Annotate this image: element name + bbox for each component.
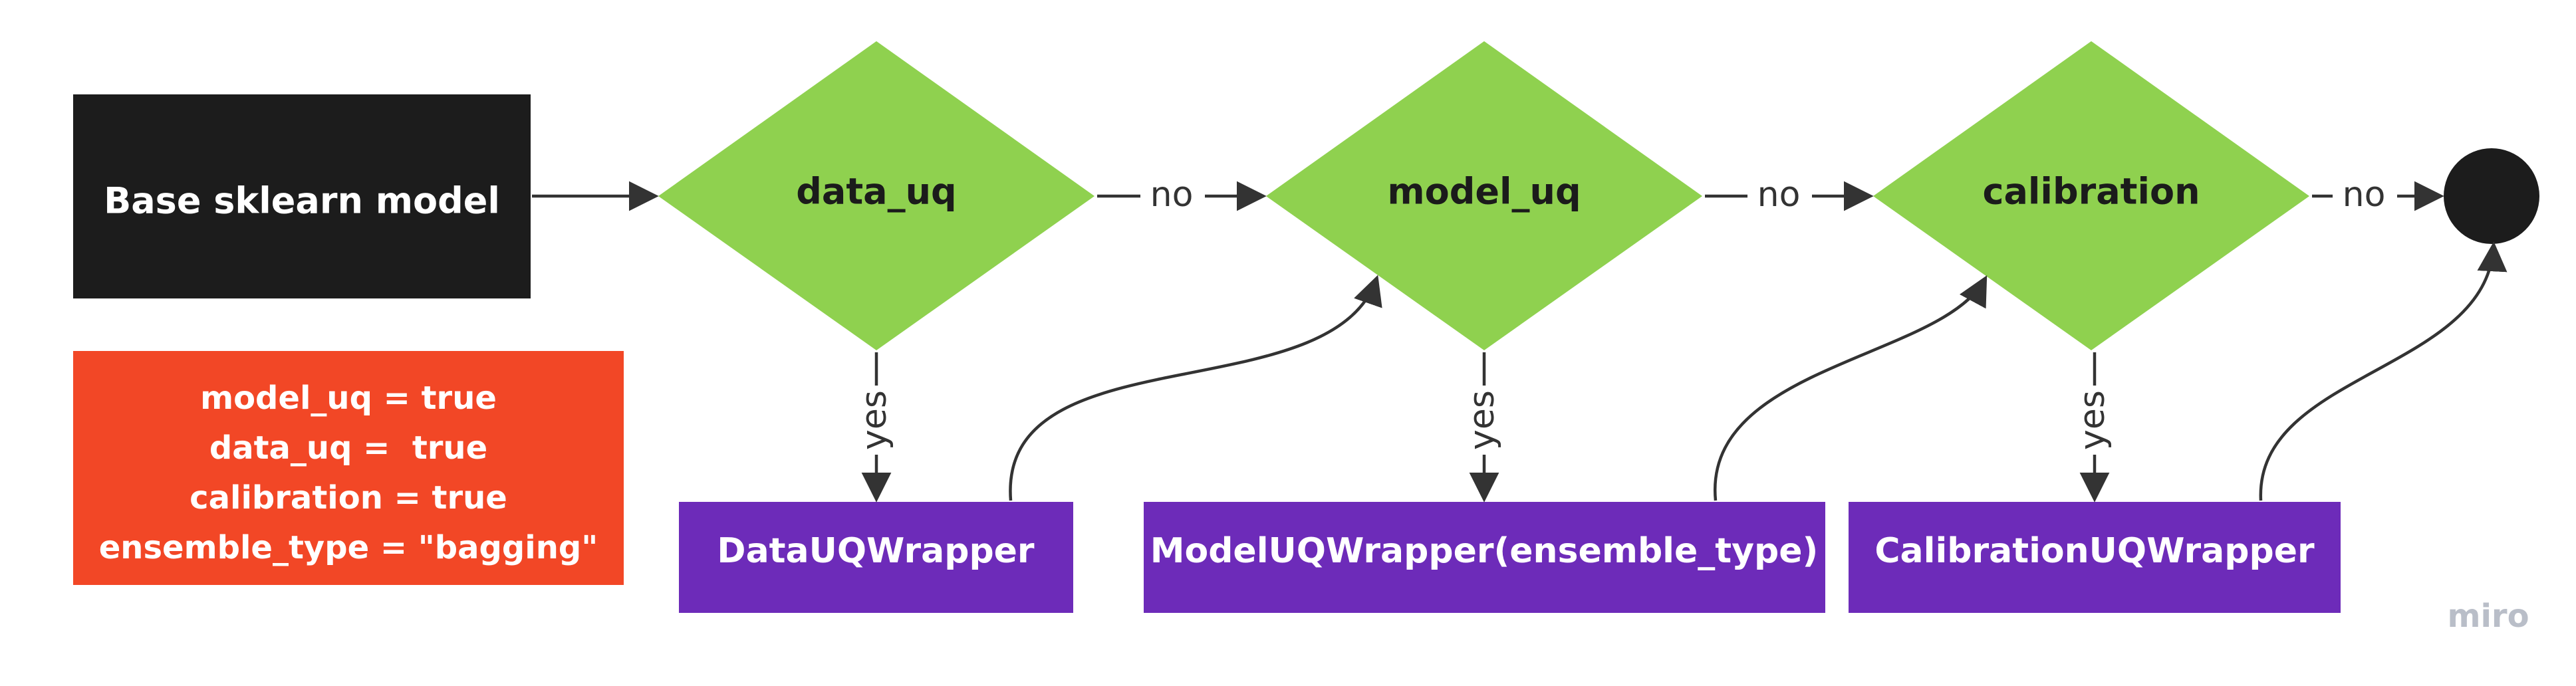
config-box[interactable]: model_uq = true data_uq = true calibrati… [73,351,624,585]
wrapper-calibration-label: CalibrationUQWrapper [1874,531,2315,571]
decision-data-uq-label: data_uq [796,171,956,213]
edge-model-uq-no-label: no [1757,175,1801,215]
start-node-label: Base sklearn model [104,180,500,222]
decision-calibration[interactable]: calibration [1873,41,2309,350]
decision-calibration-label: calibration [1982,171,2200,213]
edge-data-uq-yes-label: yes [854,390,894,450]
decision-calibration-shape [1873,41,2309,350]
end-node[interactable] [2444,148,2539,244]
decision-model-uq-label: model_uq [1387,171,1581,213]
edge-data-wrapper-to-model-uq[interactable] [1009,275,1382,501]
wrapper-model-uq[interactable]: ModelUQWrapper(ensemble_type) [1144,502,1825,613]
config-line-model-uq: model_uq = true [200,380,497,417]
wrapper-calibration[interactable]: CalibrationUQWrapper [1849,502,2341,613]
wrapper-data-uq-box [679,502,1073,613]
wrapper-model-uq-label: ModelUQWrapper(ensemble_type) [1150,531,1819,571]
config-box-rect [73,351,624,585]
start-node-box [73,94,531,298]
wrapper-calibration-box [1849,502,2341,613]
decision-model-uq[interactable]: model_uq [1266,41,1702,350]
edge-data-uq-no-label: no [1150,175,1194,215]
config-line-calibration: calibration = true [190,479,507,516]
edge-model-uq-yes-label: yes [1462,390,1502,450]
config-line-ensemble-type: ensemble_type = "bagging" [99,529,598,566]
edge-calibration-wrapper-to-end[interactable] [2259,241,2508,501]
start-node[interactable]: Base sklearn model [73,94,531,298]
wrapper-data-uq[interactable]: DataUQWrapper [679,502,1073,613]
wrapper-data-uq-label: DataUQWrapper [717,531,1035,571]
decision-data-uq-shape [658,41,1095,350]
edge-model-wrapper-to-calibration[interactable] [1714,275,1988,501]
wrapper-model-uq-box [1144,502,1825,613]
miro-watermark: miro [2447,598,2529,635]
edge-calibration-yes-label: yes [2073,390,2113,450]
decision-model-uq-shape [1266,41,1702,350]
decision-data-uq[interactable]: data_uq [658,41,1095,350]
edge-calibration-no-label: no [2343,175,2386,215]
config-line-data-uq: data_uq = true [209,429,487,467]
